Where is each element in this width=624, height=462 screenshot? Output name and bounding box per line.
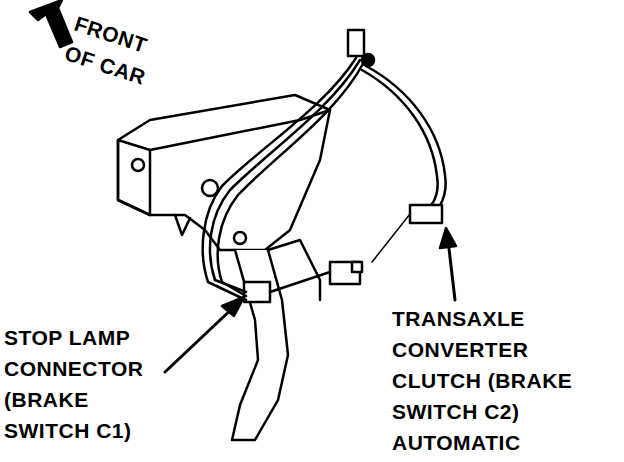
bracket-tab bbox=[175, 215, 190, 235]
leader-line bbox=[448, 240, 455, 300]
harness-connector bbox=[348, 30, 364, 56]
wire bbox=[270, 272, 330, 292]
bolt-hole bbox=[132, 159, 144, 171]
callout-label: TRANSAXLE CONVERTER CLUTCH (BRAKE SWITCH… bbox=[392, 303, 616, 458]
wire bbox=[218, 62, 364, 296]
leader-arrowhead bbox=[222, 297, 244, 316]
leader-line bbox=[165, 305, 236, 372]
direction-label: FRONT OF CAR bbox=[61, 8, 175, 98]
harness-clip bbox=[362, 54, 374, 66]
tcc-connector bbox=[410, 205, 442, 223]
tcc-lead bbox=[372, 214, 410, 262]
pedal-bracket bbox=[118, 95, 330, 250]
pedal-arm bbox=[232, 250, 288, 440]
leader-arrowhead bbox=[440, 228, 456, 248]
wire bbox=[362, 70, 438, 212]
bracket-hole bbox=[234, 232, 246, 244]
switch-plunger bbox=[352, 262, 362, 272]
bracket-side bbox=[118, 140, 150, 215]
stop-lamp-switch bbox=[244, 282, 270, 302]
wire bbox=[203, 58, 356, 300]
callout-label: STOP LAMP CONNECTOR (BRAKE SWITCH C1) bbox=[4, 322, 166, 446]
front-arrow bbox=[30, 0, 72, 47]
wire bbox=[366, 66, 446, 215]
